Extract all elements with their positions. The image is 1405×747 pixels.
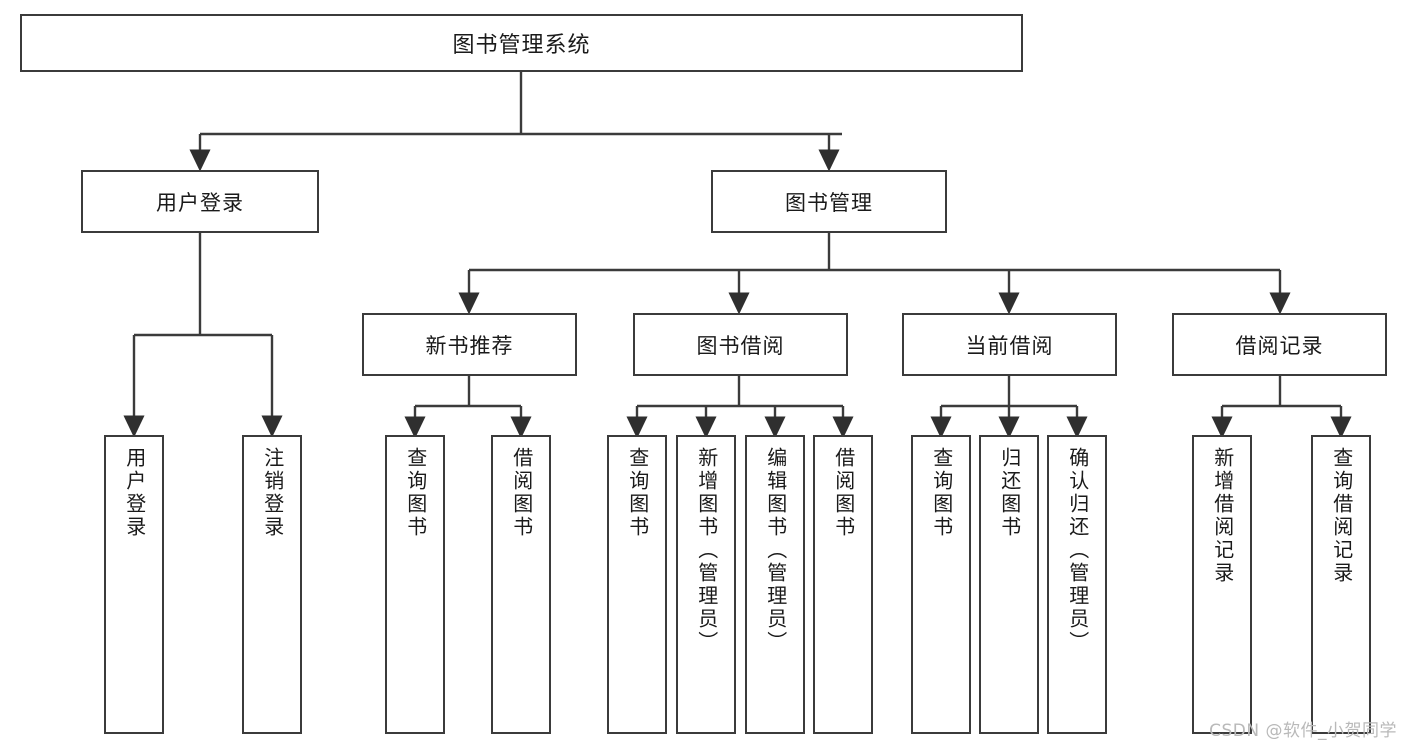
node-label: 图书管理 bbox=[785, 190, 873, 215]
leaf-return-book[interactable]: 归还图书 bbox=[979, 435, 1039, 734]
node-label: 确认归还（管理员） bbox=[1065, 447, 1090, 654]
node-book-borrow[interactable]: 图书借阅 bbox=[633, 313, 848, 376]
node-label: 新增借阅记录 bbox=[1210, 447, 1235, 585]
node-label: 用户登录 bbox=[156, 190, 244, 215]
csdn-watermark: CSDN @软件_小贺同学 bbox=[1209, 721, 1397, 741]
node-root[interactable]: 图书管理系统 bbox=[20, 14, 1023, 72]
node-label: 新增图书（管理员） bbox=[694, 447, 719, 654]
node-label: 当前借阅 bbox=[965, 333, 1054, 358]
node-book-management[interactable]: 图书管理 bbox=[711, 170, 947, 233]
leaf-confirm-return-admin[interactable]: 确认归还（管理员） bbox=[1047, 435, 1107, 734]
leaf-edit-book-admin[interactable]: 编辑图书（管理员） bbox=[745, 435, 805, 734]
leaf-query-book-borrow[interactable]: 查询图书 bbox=[607, 435, 667, 734]
node-user-login[interactable]: 用户登录 bbox=[81, 170, 319, 233]
leaf-borrow-book[interactable]: 借阅图书 bbox=[813, 435, 873, 734]
node-label: 借阅图书 bbox=[509, 447, 534, 539]
leaf-query-borrow-record[interactable]: 查询借阅记录 bbox=[1311, 435, 1371, 734]
leaf-add-book-admin[interactable]: 新增图书（管理员） bbox=[676, 435, 736, 734]
leaf-user-login[interactable]: 用户登录 bbox=[104, 435, 164, 734]
leaf-query-book-current[interactable]: 查询图书 bbox=[911, 435, 971, 734]
node-label: 图书借阅 bbox=[696, 333, 785, 358]
leaf-query-book-recommend[interactable]: 查询图书 bbox=[385, 435, 445, 734]
node-label: 借阅记录 bbox=[1235, 333, 1324, 358]
leaf-add-borrow-record[interactable]: 新增借阅记录 bbox=[1192, 435, 1252, 734]
node-label: 查询图书 bbox=[929, 447, 954, 539]
leaf-borrow-book-recommend[interactable]: 借阅图书 bbox=[491, 435, 551, 734]
node-label: 注销登录 bbox=[260, 447, 285, 539]
node-label: 图书管理系统 bbox=[452, 33, 591, 58]
leaf-logout[interactable]: 注销登录 bbox=[242, 435, 302, 734]
node-new-book-recommend[interactable]: 新书推荐 bbox=[362, 313, 577, 376]
node-borrow-records[interactable]: 借阅记录 bbox=[1172, 313, 1387, 376]
node-label: 借阅图书 bbox=[831, 447, 856, 539]
node-label: 查询借阅记录 bbox=[1329, 447, 1354, 585]
node-label: 归还图书 bbox=[997, 447, 1022, 539]
node-label: 查询图书 bbox=[403, 447, 428, 539]
node-label: 新书推荐 bbox=[425, 333, 514, 358]
node-label: 查询图书 bbox=[625, 447, 650, 539]
node-label: 编辑图书（管理员） bbox=[763, 447, 788, 654]
node-label: 用户登录 bbox=[122, 447, 147, 539]
node-current-borrow[interactable]: 当前借阅 bbox=[902, 313, 1117, 376]
